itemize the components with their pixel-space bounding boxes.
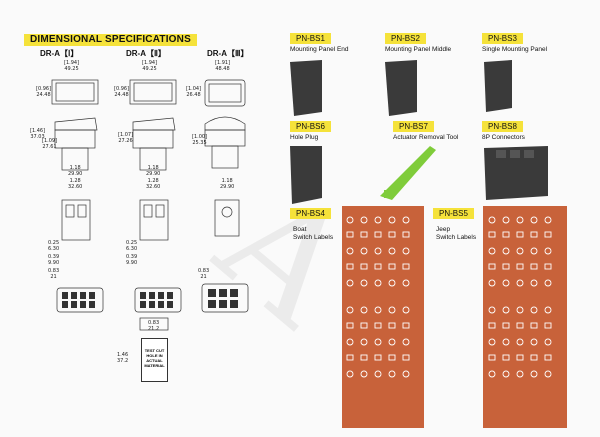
dim-front-2b: 0.39 9.90 bbox=[126, 254, 138, 266]
dim-front-2a: 0.25 6.30 bbox=[126, 240, 138, 252]
label-pn-bs2: Mounting Panel Middle bbox=[385, 46, 452, 53]
label-pn-bs3: Single Mounting Panel bbox=[482, 46, 548, 53]
variant-1-label: DR-A【Ⅰ】 bbox=[40, 49, 79, 58]
label-pn-bs8: 8P Connectors bbox=[482, 134, 525, 141]
variant-2-label: DR-A【Ⅱ】 bbox=[126, 49, 166, 58]
dim-base-1b: 1.28 32.60 bbox=[68, 178, 83, 190]
label-pn-bs7: Actuator Removal Tool bbox=[393, 134, 459, 141]
dim-height-1: [0.96] 24.48 bbox=[36, 86, 52, 98]
jeep-labels-sheet bbox=[483, 206, 567, 428]
test-cut-box: TEST CUT HOLE IN ACTUAL MATERIAL bbox=[141, 338, 168, 382]
label-pn-bs4: Boat Switch Labels bbox=[293, 226, 334, 241]
tag-pn-bs6: PN-BS6 bbox=[290, 121, 331, 132]
dim-base-1a: 1.18 29.90 bbox=[68, 165, 83, 177]
dim-side-2: [1.07] 27.26 bbox=[118, 132, 134, 144]
dim-height-3: [1.04] 26.48 bbox=[186, 86, 202, 98]
dim-cut-height: 1.46 37.2 bbox=[117, 352, 129, 364]
tag-pn-bs4: PN-BS4 bbox=[290, 208, 331, 219]
dim-side-1a: [1.46] 37.03 bbox=[30, 128, 46, 140]
dim-width-1: [1.94] 49.25 bbox=[64, 60, 80, 72]
dim-side-3: [1.00] 25.35 bbox=[192, 134, 208, 146]
page-title: DIMENSIONAL SPECIFICATIONS bbox=[24, 34, 197, 46]
dim-front-1b: 0.39 9.90 bbox=[48, 254, 60, 266]
dim-width-3: [1.91] 48.48 bbox=[215, 60, 231, 72]
boat-labels-sheet bbox=[342, 206, 424, 428]
dim-base-3: 1.18 29.90 bbox=[220, 178, 235, 190]
dim-base-2b: 1.28 32.60 bbox=[146, 178, 161, 190]
tag-pn-bs3: PN-BS3 bbox=[482, 33, 523, 44]
label-pn-bs1: Mounting Panel End bbox=[290, 46, 349, 53]
dim-front-3: 0.83 21 bbox=[198, 268, 210, 280]
label-pn-bs5: Jeep Switch Labels bbox=[436, 226, 477, 241]
dim-cut-width: 0.83 21.2 bbox=[148, 320, 160, 332]
tag-pn-bs5: PN-BS5 bbox=[433, 208, 474, 219]
dim-front-1a: 0.25 6.30 bbox=[48, 240, 60, 252]
tag-pn-bs8: PN-BS8 bbox=[482, 121, 523, 132]
tag-pn-bs2: PN-BS2 bbox=[385, 33, 426, 44]
dim-front-1c: 0.83 21 bbox=[48, 268, 60, 280]
dim-width-2: [1.94] 49.25 bbox=[142, 60, 158, 72]
dim-side-1b: [1.09] 27.61 bbox=[42, 138, 58, 150]
dim-height-2: [0.96] 24.48 bbox=[114, 86, 130, 98]
tag-pn-bs7: PN-BS7 bbox=[393, 121, 434, 132]
label-pn-bs6: Hole Plug bbox=[290, 134, 319, 141]
variant-3-label: DR-A【Ⅲ】 bbox=[207, 49, 249, 58]
dim-base-2a: 1.18 29.90 bbox=[146, 165, 161, 177]
tag-pn-bs1: PN-BS1 bbox=[290, 33, 331, 44]
